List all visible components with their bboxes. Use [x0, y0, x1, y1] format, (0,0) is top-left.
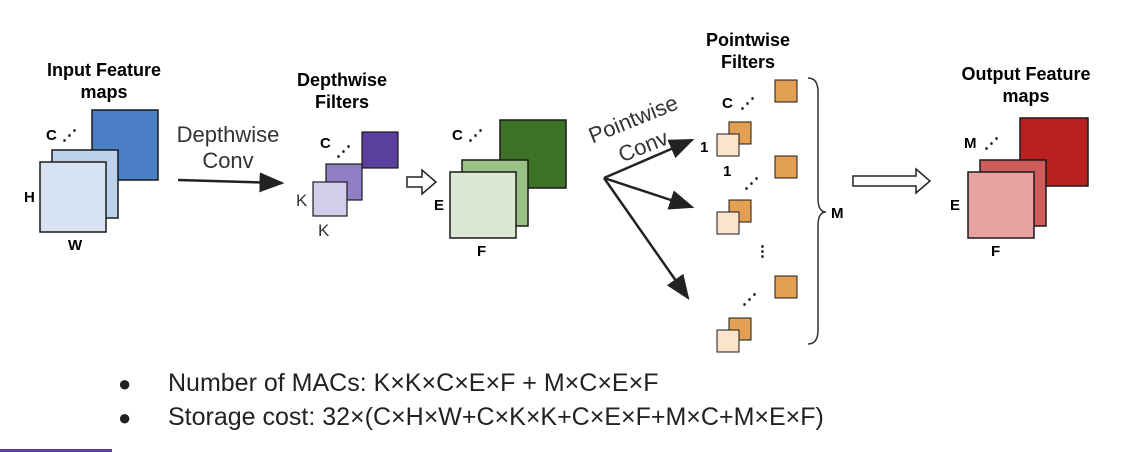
output-f-label: F: [991, 243, 1000, 260]
pw-title-line2: Filters: [721, 52, 775, 72]
dw-filter-front: [312, 181, 348, 217]
dw-c-dots: ⋰: [336, 143, 351, 160]
mid-c-label: C: [452, 127, 463, 144]
input-title-line2: maps: [80, 82, 127, 102]
dw-k-left-label: K: [296, 191, 308, 210]
input-title-line1: Input Feature: [47, 60, 161, 80]
pw-c-label: C: [722, 95, 733, 112]
dw-c-label: C: [320, 135, 331, 152]
bullet-marker: ●: [118, 405, 132, 430]
mid-c-dots: ⋰: [468, 127, 483, 144]
pw-arrow-middle: [603, 176, 695, 210]
input-feature-maps: Input Feature maps C ⋰ H W: [24, 60, 161, 254]
pw-filter-2-dots: ⋰: [744, 175, 759, 192]
pointwise-conv-arrows: Pointwise Conv: [585, 90, 695, 301]
pointwise-filters: Pointwise Filters C ⋰ 1 1 ⋰ ⋮ ⋰ M: [700, 30, 844, 353]
input-c-dots: ⋰: [62, 127, 77, 144]
pw-c-dots: ⋰: [740, 95, 755, 112]
mid-channel-front: [449, 171, 517, 239]
depthwise-arrow-line: [177, 172, 285, 193]
input-c-label: C: [46, 127, 57, 144]
pw-filter-2-front: [716, 211, 740, 235]
output-title-line1: Output Feature: [962, 64, 1091, 84]
dw-title-line1: Depthwise: [297, 70, 387, 90]
hollow-arrow-2: [852, 167, 932, 195]
pw-m-label: M: [831, 205, 844, 222]
mid-e-label: E: [434, 197, 444, 214]
mid-f-label: F: [477, 243, 486, 260]
pw-one-bottom: 1: [723, 163, 731, 180]
depthwise-filters: Depthwise Filters C ⋰ K K: [296, 70, 399, 240]
output-m-dots: ⋰: [984, 135, 999, 152]
pw-filter-3-dots: ⋰: [742, 291, 757, 308]
depthwise-conv-arrow: Depthwise Conv: [177, 122, 285, 193]
dw-filter-back: [361, 131, 399, 169]
bullet-marker: ●: [118, 371, 132, 396]
bullet-storage: ● Storage cost: 32×(C×H×W+C×K×K+C×E×F+M×C…: [118, 400, 824, 434]
output-channel-front: [967, 171, 1035, 239]
output-m-label: M: [964, 135, 977, 152]
pw-filter-1-front: [716, 133, 740, 157]
bullet-macs-text: Number of MACs: K×K×C×E×F + M×C×E×F: [168, 369, 659, 397]
depthwise-conv-label-line2: Conv: [202, 148, 253, 173]
output-feature-maps: Output Feature maps M ⋰ E F: [950, 64, 1091, 260]
output-title-line2: maps: [1002, 86, 1049, 106]
pw-one-left: 1: [700, 139, 708, 156]
depthwise-conv-label-line1: Depthwise: [177, 122, 280, 147]
input-h-label: H: [24, 189, 35, 206]
bullet-macs: ● Number of MACs: K×K×C×E×F + M×C×E×F: [118, 366, 824, 400]
bullet-storage-text: Storage cost: 32×(C×H×W+C×K×K+C×E×F+M×C+…: [168, 403, 824, 431]
intermediate-feature-maps: C ⋰ E F: [434, 119, 567, 260]
pw-filter-3-back: [774, 275, 798, 299]
input-w-label: W: [68, 237, 83, 254]
pw-title-line1: Pointwise: [706, 30, 790, 50]
pw-filter-3-front: [716, 329, 740, 353]
dw-title-line2: Filters: [315, 92, 369, 112]
input-channel-front: [39, 161, 107, 233]
pw-filter-1-back: [774, 79, 798, 103]
bullet-list: ● Number of MACs: K×K×C×E×F + M×C×E×F ● St…: [118, 366, 824, 434]
pw-filter-2-back: [774, 155, 798, 179]
output-e-label: E: [950, 197, 960, 214]
accent-bar: [0, 449, 112, 452]
pw-vertical-ellipsis: ⋮: [755, 243, 770, 260]
pw-arrow-bottom: [602, 177, 690, 301]
pw-brace: [807, 77, 827, 345]
dw-k-bottom-label: K: [318, 221, 330, 240]
hollow-arrow-1: [406, 168, 438, 196]
pw-arrow-top: [603, 138, 695, 180]
